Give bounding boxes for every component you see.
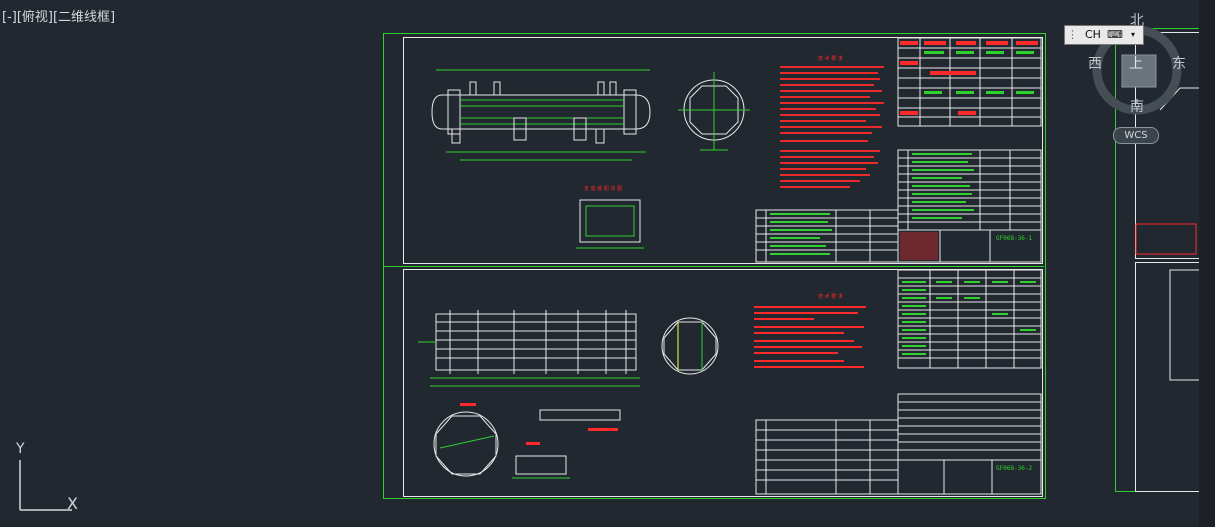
lower-drawing-number: GF068-36-2 (996, 465, 1033, 472)
sheet-divider (383, 266, 1044, 267)
tube-bundle-elevation (418, 310, 640, 387)
upper-parts-list-text (770, 153, 974, 255)
ime-language-label[interactable]: CH (1085, 28, 1101, 41)
upper-parts-list (755, 149, 1042, 263)
upper-drawing-number: GF068-36-1 (996, 235, 1033, 242)
upper-title-stamp (900, 232, 938, 260)
adjacent-sheet-border-lower (1135, 262, 1215, 492)
viewcube-east[interactable]: 东 (1172, 56, 1186, 72)
adjacent-sheet-border (1135, 32, 1215, 259)
viewcube-south[interactable]: 南 (1130, 99, 1144, 115)
lower-data-table-values (902, 281, 1036, 355)
wcs-dropdown[interactable]: WCS (1113, 127, 1159, 144)
upper-design-table-fill (900, 41, 1038, 115)
exchanger-end-view (678, 72, 750, 151)
upper-design-table-values (924, 51, 1034, 94)
support-detail (576, 199, 644, 249)
ime-grip-icon[interactable]: ⋮ (1067, 28, 1078, 41)
lower-data-table (897, 269, 1042, 369)
lower-notes: 技 术 要 求 (754, 293, 866, 368)
lower-detail-captions (460, 403, 618, 445)
upper-notes: 技 术 要 求 (780, 55, 884, 188)
ucs-x-label: X (67, 494, 78, 513)
viewcube-top-face[interactable]: 上 (1129, 56, 1143, 72)
baffle-end-view (661, 317, 719, 375)
ime-options-icon[interactable]: ▾ (1131, 30, 1136, 39)
upper-drawing-border (403, 37, 1043, 264)
vertical-scrollbar[interactable] (1199, 0, 1215, 527)
viewcube-west[interactable]: 西 (1088, 56, 1102, 72)
exchanger-elevation (431, 69, 651, 161)
lower-drawing-border (403, 269, 1043, 497)
lower-parts-list (755, 393, 1042, 495)
upper-design-table (897, 37, 1042, 127)
viewport-controls[interactable]: [-][俯视][二维线框] (2, 10, 116, 25)
ime-language-bar[interactable]: ⋮ CH ⌨ ▾ (1064, 25, 1144, 45)
upper-notes-title: 技 术 要 求 (818, 55, 843, 62)
lower-notes-title: 技 术 要 求 (818, 293, 843, 300)
ucs-y-label: Y (16, 441, 25, 457)
keyboard-icon[interactable]: ⌨ (1107, 28, 1123, 41)
tube-sheet-detail (433, 409, 621, 479)
detail-caption: 支 座 装 配 详 图 (584, 185, 622, 192)
ucs-icon (19, 460, 72, 511)
